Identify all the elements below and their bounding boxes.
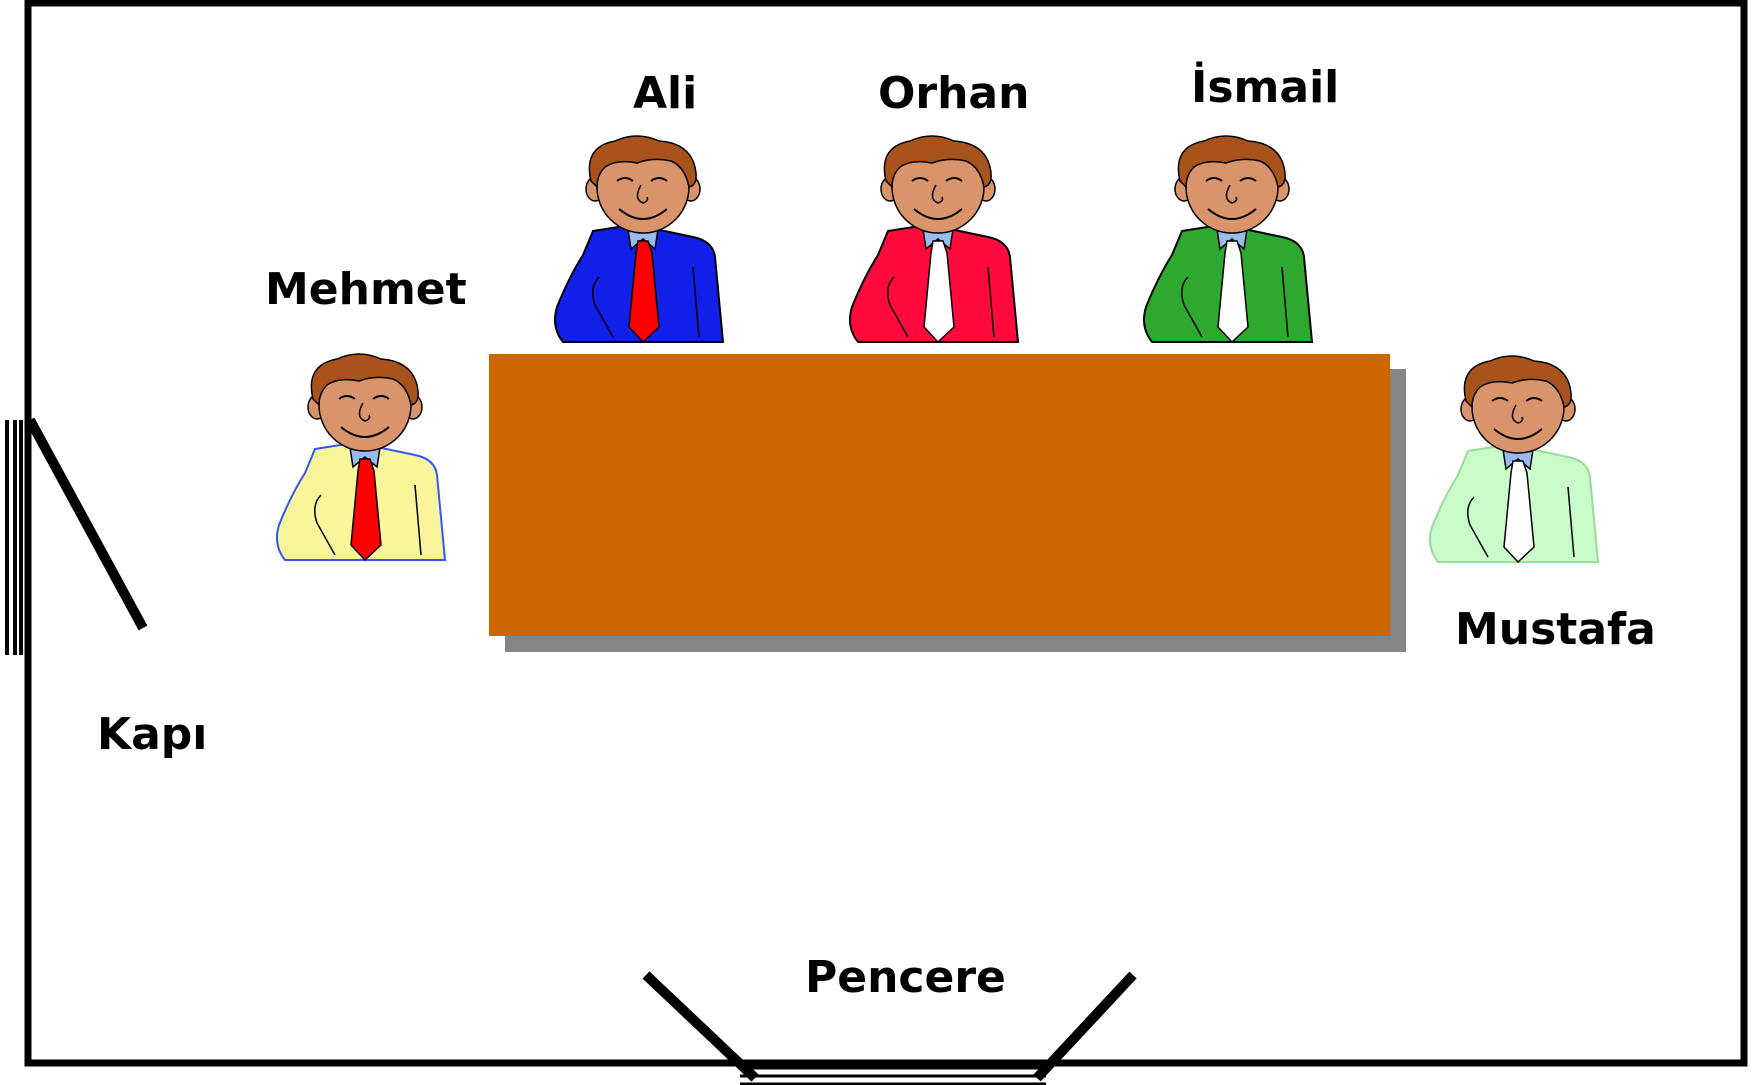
orhan-hair xyxy=(883,135,992,189)
orhan-tie xyxy=(923,240,955,344)
mehmet-hair xyxy=(310,353,419,407)
ali-tie xyxy=(628,240,660,344)
person-name-ismail: İsmail xyxy=(1191,62,1340,113)
table-top xyxy=(489,354,1390,636)
door xyxy=(5,417,148,655)
ali-hair xyxy=(588,135,697,189)
door-label: Kapı xyxy=(97,709,208,760)
person-name-ali: Ali xyxy=(633,68,698,119)
person-mustafa xyxy=(1429,355,1600,564)
person-ali xyxy=(554,135,725,344)
person-orhan xyxy=(849,135,1020,344)
people-layer xyxy=(276,135,1600,564)
person-ismail xyxy=(1143,135,1314,344)
person-mehmet xyxy=(276,353,447,562)
room-walls xyxy=(24,0,1748,1067)
window-label: Pencere xyxy=(805,952,1006,1003)
person-name-mustafa: Mustafa xyxy=(1455,604,1656,655)
mehmet-tie xyxy=(350,458,382,562)
mustafa-hair xyxy=(1463,355,1572,409)
person-name-orhan: Orhan xyxy=(878,68,1030,119)
mustafa-tie xyxy=(1503,460,1535,564)
table xyxy=(489,354,1406,652)
ismail-tie xyxy=(1217,240,1249,344)
window xyxy=(642,971,1137,1085)
ismail-hair xyxy=(1177,135,1286,189)
person-name-mehmet: Mehmet xyxy=(265,264,467,315)
